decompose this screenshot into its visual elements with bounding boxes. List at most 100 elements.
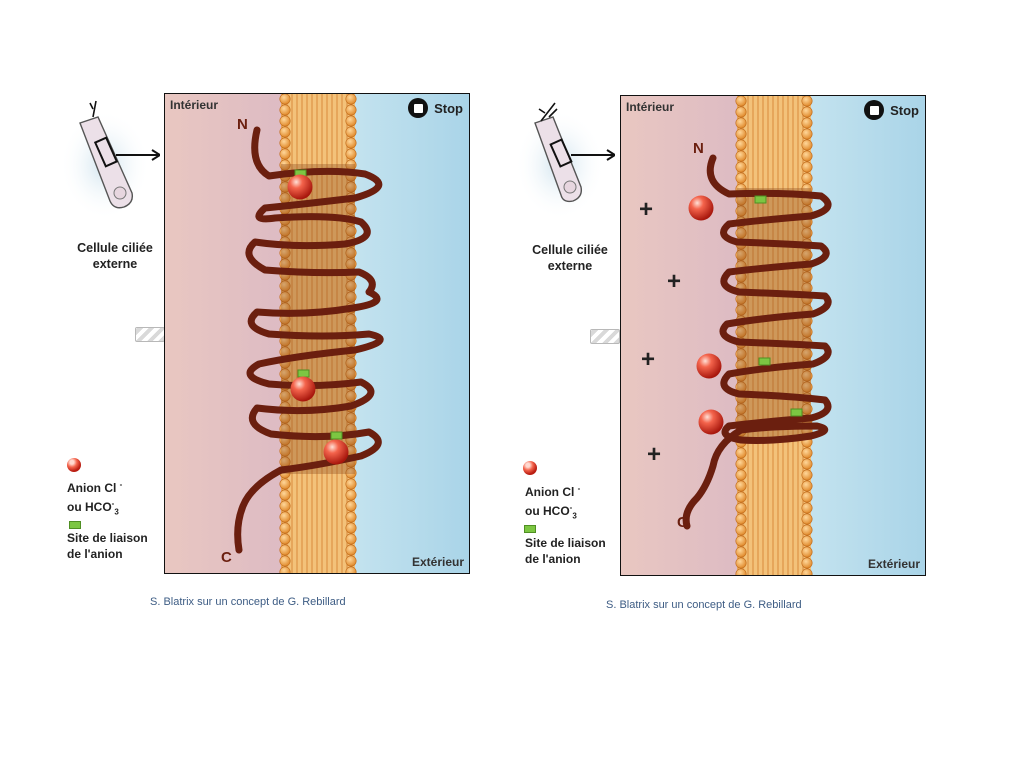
lipid-head — [345, 489, 357, 501]
anion-ball — [688, 195, 714, 221]
hair-cell-icon — [515, 102, 615, 220]
stop-button[interactable]: Stop — [864, 100, 919, 120]
lipid-head — [801, 568, 813, 575]
lipid-head — [801, 271, 813, 283]
lipid-head — [345, 247, 357, 259]
stop-label: Stop — [890, 102, 919, 118]
anion-legend-line2: ou HCO — [67, 500, 112, 514]
c-terminus-label: C — [677, 514, 688, 531]
binding-site-legend-line1: Site de liaison — [67, 531, 148, 545]
lipid-head — [801, 172, 813, 184]
lipid-head — [345, 181, 357, 193]
lipid-head — [735, 557, 747, 569]
credit-text: S. Blatrix sur un concept de G. Rebillar… — [150, 596, 346, 608]
cell-caption-line2: externe — [547, 259, 593, 273]
lipid-head — [279, 566, 291, 573]
anion-legend-line1-sup: - — [577, 484, 581, 493]
binding-site-legend-icon — [69, 521, 81, 529]
lipid-head — [735, 480, 747, 492]
cell-caption: Cellule ciliée externe — [515, 242, 625, 274]
anion-legend-icon — [523, 461, 537, 475]
lipid-head — [279, 137, 291, 149]
lipid-head — [345, 390, 357, 402]
slider-handle[interactable] — [590, 329, 620, 344]
binding-site-legend-line2: de l'anion — [525, 552, 581, 566]
protein-chain — [234, 126, 384, 554]
lipid-head — [345, 500, 357, 512]
lipid-head — [735, 535, 747, 547]
prestin-figure: (function(){var g=document.currentScript… — [164, 93, 470, 574]
anion-legend-line1: Anion Cl — [67, 481, 117, 495]
lipid-head — [735, 227, 747, 239]
lipid-head — [345, 313, 357, 325]
lipid-head — [345, 412, 357, 424]
slider-handle[interactable] — [135, 327, 165, 342]
lipid-head — [345, 225, 357, 237]
lipid-head — [345, 104, 357, 116]
lipid-head — [345, 280, 357, 292]
lipid-head — [279, 104, 291, 116]
anion-ball — [290, 376, 316, 402]
panel-left: Cellule ciliée externe Anion Cl - ou HCO… — [60, 0, 530, 640]
anion-ball — [287, 174, 313, 200]
lipid-heads-left: (function(){var g=document.currentScript… — [279, 94, 357, 573]
lipid-head — [279, 368, 291, 380]
lipid-head — [735, 469, 747, 481]
lipid-head — [735, 304, 747, 316]
lipid-head — [279, 148, 291, 160]
binding-site-legend: Site de liaison de l'anion — [525, 535, 606, 567]
lipid-head — [345, 467, 357, 479]
lipid-head — [801, 458, 813, 470]
lipid-head — [279, 544, 291, 556]
lipid-head — [345, 478, 357, 490]
lipid-head — [801, 150, 813, 162]
anion-legend-line2-sup: - — [111, 499, 115, 508]
stop-label: Stop — [434, 100, 463, 116]
cell-caption-line1: Cellule ciliée — [77, 241, 153, 255]
binding-site — [754, 195, 767, 204]
lipid-head — [279, 500, 291, 512]
binding-site — [330, 431, 343, 440]
lipid-head — [735, 524, 747, 536]
anion-ball — [696, 353, 722, 379]
anion-legend-line2-sub: 3 — [572, 511, 577, 521]
stop-icon — [408, 98, 429, 118]
cell-caption-line2: externe — [92, 257, 138, 271]
lipid-head — [735, 161, 747, 173]
lipid-head — [735, 502, 747, 514]
lipid-head — [345, 357, 357, 369]
lipid-head — [801, 117, 813, 129]
interior-label: Intérieur — [626, 100, 675, 114]
lipid-head — [735, 205, 747, 217]
lipid-head — [801, 161, 813, 173]
lipid-head — [279, 126, 291, 138]
lipid-head — [735, 403, 747, 415]
credit-text: S. Blatrix sur un concept de G. Rebillar… — [606, 599, 802, 611]
lipid-head — [801, 249, 813, 261]
cell-caption-line1: Cellule ciliée — [532, 243, 608, 257]
lipid-head — [801, 491, 813, 503]
plus-sign: + — [639, 196, 654, 223]
lipid-head — [345, 555, 357, 567]
lipid-head — [735, 348, 747, 360]
lipid-head — [801, 447, 813, 459]
lipid-head — [279, 94, 291, 105]
lipid-head — [279, 390, 291, 402]
lipid-head — [801, 502, 813, 514]
anion-legend-line2-sub: 3 — [114, 507, 119, 517]
prestin-figure: (function(){var g=document.currentScript… — [620, 95, 926, 576]
protein-chain — [682, 154, 832, 530]
lipid-head — [279, 555, 291, 567]
lipid-head — [279, 511, 291, 523]
lipid-head — [279, 115, 291, 127]
n-terminus-label: N — [693, 140, 704, 157]
lipid-head — [345, 522, 357, 534]
lipid-head — [801, 546, 813, 558]
c-terminus-label: C — [221, 549, 232, 566]
stop-button[interactable]: Stop — [408, 98, 463, 118]
lipid-head — [345, 203, 357, 215]
lipid-head — [801, 480, 813, 492]
lipid-head — [735, 172, 747, 184]
lipid-head — [345, 544, 357, 556]
lipid-head — [801, 513, 813, 525]
